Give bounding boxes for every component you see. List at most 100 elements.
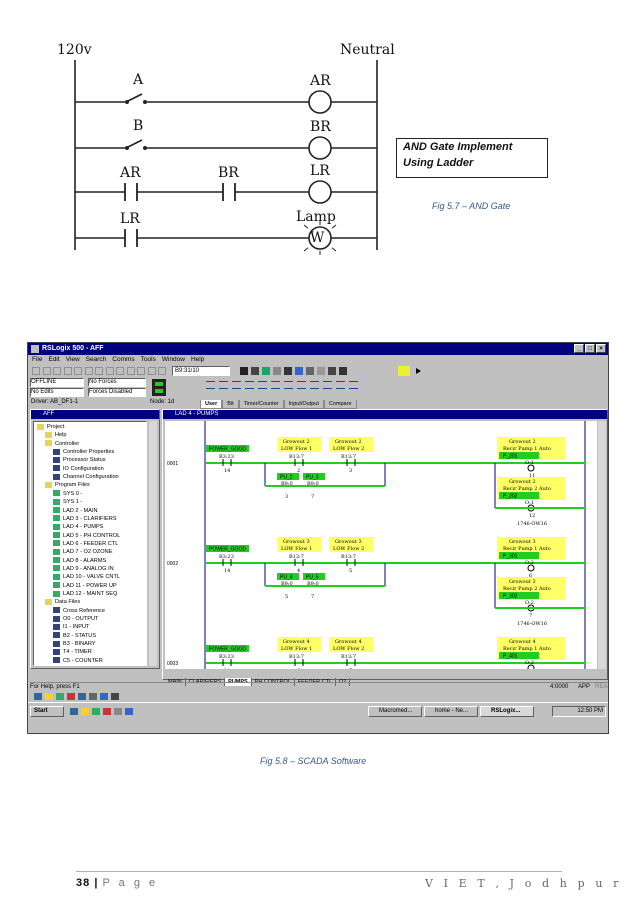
tree-item[interactable]: Project <box>37 423 64 431</box>
toolbar-arrow-icon[interactable] <box>398 366 410 376</box>
toolbar-icon[interactable] <box>240 367 248 375</box>
toolbar-icon[interactable] <box>328 367 336 375</box>
instruction-icon[interactable] <box>297 381 306 389</box>
instr-tab-compare[interactable]: Compare <box>323 400 357 409</box>
tree-item[interactable]: Processor Status <box>53 456 106 464</box>
tree-item[interactable]: LAD 2 - MAIN <box>53 507 98 515</box>
tray-launch-icon[interactable] <box>114 708 122 715</box>
quick-launch-icon[interactable] <box>100 693 108 700</box>
toolbar-icon[interactable] <box>284 367 292 375</box>
tree-item[interactable]: LAD 9 - ANALOG IN <box>53 565 114 573</box>
tree-item[interactable]: LAD 8 - ALARMS <box>53 557 106 565</box>
toolbar-icon[interactable] <box>273 367 281 375</box>
tray-launch-icon[interactable] <box>81 708 89 715</box>
toolbar-icon[interactable] <box>262 367 270 375</box>
instruction-icon[interactable] <box>323 381 332 389</box>
tree-item[interactable]: C5 - COUNTER <box>53 657 103 665</box>
tree-item[interactable]: B2 - STATUS <box>53 632 96 640</box>
menu-edit[interactable]: Edit <box>48 356 60 363</box>
tree-item[interactable]: LAD 6 - FEEDER CTL <box>53 540 118 548</box>
menu-file[interactable]: File <box>32 356 43 363</box>
tree-item[interactable]: Program Files <box>45 481 90 489</box>
tree-item[interactable]: Data Files <box>45 598 80 606</box>
tree-item[interactable]: LAD 10 - VALVE CNTL <box>53 573 120 581</box>
tree-item[interactable]: SYS 1 - <box>53 498 82 506</box>
menu-view[interactable]: View <box>65 356 80 363</box>
tree-item[interactable]: Cross Reference <box>53 607 105 615</box>
instruction-icon[interactable] <box>284 381 293 389</box>
tree-item[interactable]: Controller <box>45 440 79 448</box>
taskbar-button[interactable]: RSLogix... <box>480 706 534 717</box>
maximize-button[interactable]: □ <box>585 344 595 353</box>
menu-window[interactable]: Window <box>161 356 185 363</box>
tree-item[interactable]: LAD 11 - POWER UP <box>53 582 117 590</box>
instruction-icon[interactable] <box>258 381 267 389</box>
instr-tab-timercounter[interactable]: Timer/Counter <box>238 400 284 409</box>
instruction-icon[interactable] <box>271 381 280 389</box>
quick-launch-icon[interactable] <box>89 693 97 700</box>
tree-item[interactable]: T4 - TIMER <box>53 648 92 656</box>
toolbar-icon[interactable] <box>84 367 93 375</box>
ladder-scrollbar[interactable] <box>598 421 606 669</box>
toolbar-icon[interactable] <box>147 367 156 375</box>
tree-item[interactable]: O0 - OUTPUT <box>53 615 98 623</box>
minimize-button[interactable]: _ <box>574 344 584 353</box>
taskbar-button[interactable]: home - Ne... <box>424 706 478 717</box>
taskbar-button[interactable]: Macromed... <box>368 706 422 717</box>
quick-launch-icon[interactable] <box>45 693 53 700</box>
tray-launch-icon[interactable] <box>92 708 100 715</box>
menu-comms[interactable]: Comms <box>112 356 135 363</box>
menu-help[interactable]: Help <box>190 356 205 363</box>
instruction-icon[interactable] <box>336 381 345 389</box>
address-box[interactable]: B9:31/10 <box>172 366 230 376</box>
tree-item[interactable]: SYS 0 - <box>53 490 82 498</box>
toolbar-icon[interactable] <box>53 367 61 375</box>
toolbar-icon[interactable] <box>158 367 166 375</box>
toolbar-icon[interactable] <box>42 367 51 375</box>
toolbar-icon[interactable] <box>32 367 40 375</box>
tree-item[interactable]: LAD 7 - O2 OZONE <box>53 548 112 556</box>
tree-item[interactable]: LAD 3 - CLARIFIERS <box>53 515 116 523</box>
instr-tab-inputoutput[interactable]: Input/Output <box>283 400 324 409</box>
tree-item[interactable]: LAD 12 - MAINT SEQ <box>53 590 117 598</box>
instruction-icon[interactable] <box>219 381 228 389</box>
quick-launch-icon[interactable] <box>111 693 119 700</box>
toolbar-icon[interactable] <box>105 367 114 375</box>
toolbar-icon[interactable] <box>126 367 135 375</box>
tree-item[interactable]: LAD 5 - PH CONTROL <box>53 532 120 540</box>
play-icon[interactable] <box>416 368 421 374</box>
tree-scrollbar[interactable] <box>149 421 157 666</box>
toolbar-icon[interactable] <box>295 367 303 375</box>
instruction-icon[interactable] <box>310 381 319 389</box>
instr-tab-user[interactable]: User <box>200 400 223 409</box>
quick-launch-icon[interactable] <box>56 693 64 700</box>
instruction-icon[interactable] <box>206 381 215 389</box>
tree-item[interactable]: Help <box>45 431 67 439</box>
tray-launch-icon[interactable] <box>125 708 133 715</box>
toolbar-icon[interactable] <box>116 367 124 375</box>
toolbar-icon[interactable] <box>63 367 72 375</box>
quick-launch-icon[interactable] <box>67 693 75 700</box>
tree-item[interactable]: IO Configuration <box>53 465 104 473</box>
tree-item[interactable]: LAD 4 - PUMPS <box>53 523 103 531</box>
toolbar-icon[interactable] <box>251 367 259 375</box>
toolbar-icon[interactable] <box>137 367 145 375</box>
menu-search[interactable]: Search <box>85 356 107 363</box>
instruction-icon[interactable] <box>245 381 254 389</box>
instruction-icon[interactable] <box>232 381 241 389</box>
tree-item[interactable]: Channel Configuration <box>53 473 119 481</box>
toolbar-icon[interactable] <box>95 367 103 375</box>
menu-tools[interactable]: Tools <box>140 356 156 363</box>
toolbar-icon[interactable] <box>317 367 325 375</box>
tray-launch-icon[interactable] <box>103 708 111 715</box>
close-button[interactable]: × <box>596 344 606 353</box>
toolbar-icon[interactable] <box>306 367 314 375</box>
quick-launch-icon[interactable] <box>78 693 86 700</box>
tree-item[interactable]: B3 - BINARY <box>53 640 96 648</box>
tree-item[interactable]: Controller Properties <box>53 448 114 456</box>
toolbar-icon[interactable] <box>74 367 82 375</box>
toolbar-icon[interactable] <box>339 367 347 375</box>
quick-launch-icon[interactable] <box>34 693 42 700</box>
instr-tab-bit[interactable]: Bit <box>222 400 239 409</box>
